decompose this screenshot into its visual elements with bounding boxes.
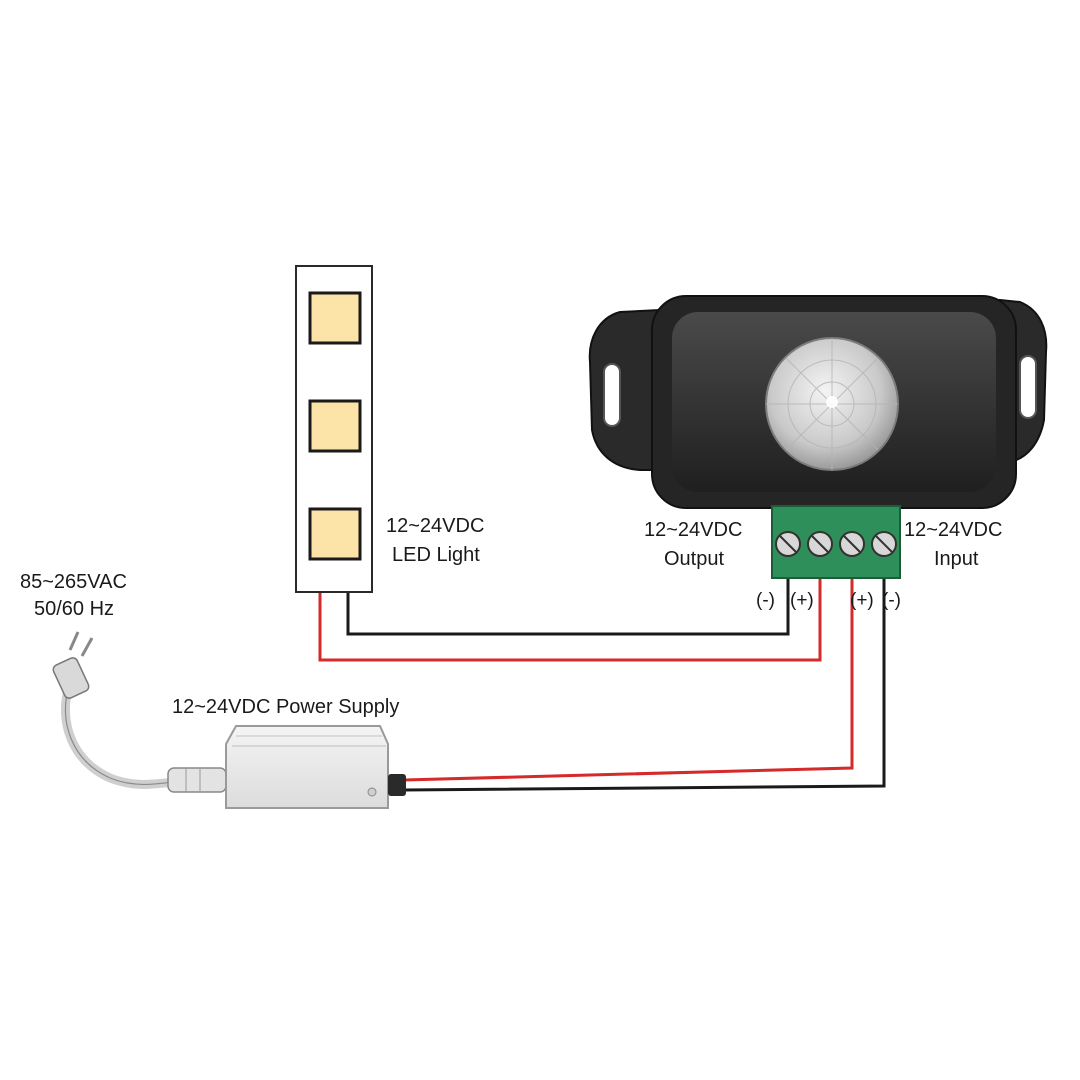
led-chip (308, 399, 362, 453)
psu-input-connector (167, 767, 227, 793)
ac-plug (52, 631, 195, 789)
mounting-ear-left (588, 308, 661, 471)
terminal-label-input-positive: (+) (850, 590, 874, 611)
power-supply (167, 725, 406, 809)
led-label-line2: LED Light (392, 544, 480, 566)
led-negative-wire (346, 578, 790, 636)
plug-prong (68, 631, 80, 651)
output-label-line2: Output (664, 548, 724, 570)
mount-slot-right (1019, 355, 1037, 419)
led-chip (308, 291, 362, 345)
terminal-label-output-positive: (+) (790, 590, 814, 611)
psu-indicator (367, 787, 377, 797)
terminal-screw (775, 531, 801, 557)
psu-body (225, 725, 389, 809)
led-strip (295, 265, 373, 593)
terminal-label-input-negative: (-) (882, 590, 901, 611)
terminal-screw (807, 531, 833, 557)
plug-head (52, 657, 90, 699)
terminal-label-output-negative: (-) (756, 590, 775, 611)
wires (318, 578, 886, 792)
input-label-line2: Input (934, 548, 979, 570)
mount-slot-left (603, 363, 621, 427)
psu-output-connector (388, 774, 406, 796)
plug-prong (80, 637, 94, 657)
terminal-screw (839, 531, 865, 557)
psu-positive-wire (403, 578, 854, 782)
led-label-line1: 12~24VDC (386, 515, 484, 537)
pir-sensor (588, 295, 1048, 579)
psu-negative-wire (403, 578, 886, 792)
output-label-line1: 12~24VDC (644, 519, 742, 541)
input-label-line1: 12~24VDC (904, 519, 1002, 541)
terminal-screw (871, 531, 897, 557)
led-chip (308, 507, 362, 561)
led-positive-wire (318, 578, 822, 662)
ac-label-line2: 50/60 Hz (34, 598, 114, 620)
ac-label-line1: 85~265VAC (20, 571, 127, 593)
psu-label: 12~24VDC Power Supply (172, 696, 399, 718)
